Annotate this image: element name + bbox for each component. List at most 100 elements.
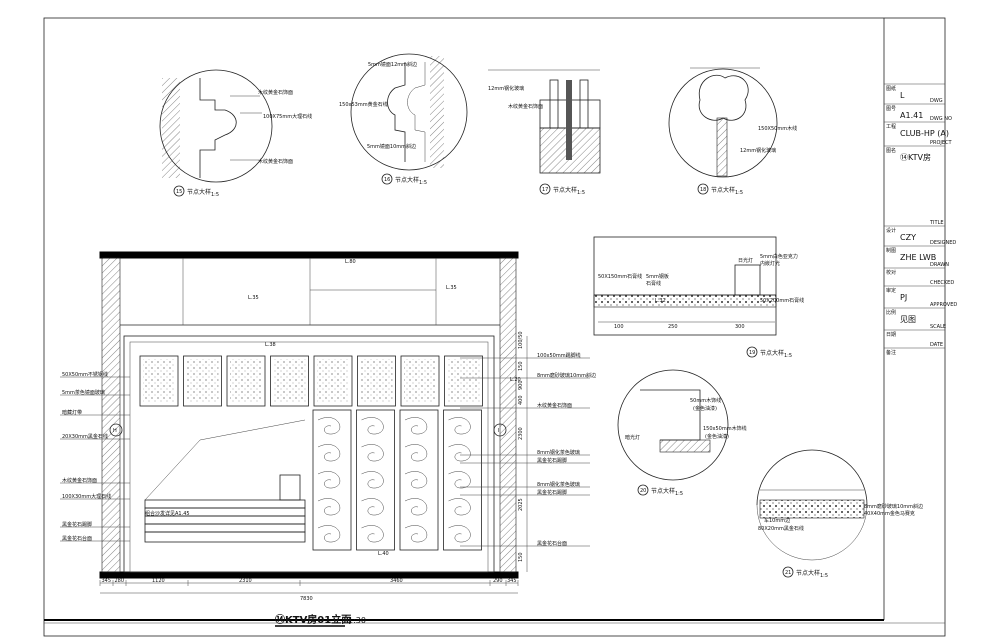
detail-note: 木纹黄金石饰面 <box>258 158 293 165</box>
glass-panel <box>313 355 353 407</box>
detail-note: 150x53mm黄金石线 <box>339 101 388 108</box>
dimension-label: 345 <box>507 578 517 584</box>
glass-panel <box>357 355 396 407</box>
detail-note: 12mm钢化玻璃 <box>740 147 776 154</box>
title-block-value: L <box>900 91 905 100</box>
detail-number: 17 <box>542 187 548 193</box>
detail-note: 5mm镜面10mm斜边 <box>367 143 416 150</box>
detail-note: 5mm镜面12mm斜边 <box>368 61 417 68</box>
dimension-label: 2310 <box>239 578 252 584</box>
dimension-label: 3460 <box>390 578 403 584</box>
detail-note: 车10mm边 <box>764 517 790 524</box>
title-block-code: DATE <box>930 342 943 348</box>
level-mark: L.80 <box>345 259 356 265</box>
detail-note: 5mm白色亚克力 <box>760 253 798 260</box>
dimension-label: 100 <box>614 324 624 330</box>
title-block-code: DWG <box>930 98 943 104</box>
detail-note: 80X20mm黑金石线 <box>758 525 804 532</box>
detail-number: 18 <box>700 187 706 193</box>
detail-scale: 1:5 <box>784 353 792 359</box>
dimension-label: 250 <box>668 324 678 330</box>
title-block-code: APPROVED <box>930 302 957 308</box>
detail-note: 50mm木饰线 <box>690 397 721 404</box>
title-block-label: 图纸 <box>886 85 896 92</box>
detail-note: 暗光灯 <box>625 434 640 441</box>
level-mark: L.40 <box>378 551 389 557</box>
section-mark: I <box>498 428 499 434</box>
title-block-label: 图名 <box>886 147 896 154</box>
title-block-code: CHECKED <box>930 280 954 286</box>
detail-title: 节点大样 <box>711 186 735 194</box>
material-label: 黑金花石踢脚 <box>537 457 567 464</box>
dimension-label: 100/50 <box>518 331 524 349</box>
detail-note: 50X150mm石膏线 <box>598 273 642 280</box>
title-block-label: 比例 <box>886 309 896 316</box>
title-block-label: 日期 <box>886 332 896 338</box>
detail-note: 日光灯 <box>738 257 753 264</box>
material-label: 木纹黄金石饰面 <box>537 402 572 409</box>
detail-number: 16 <box>384 177 390 183</box>
title-block-value: 见图 <box>900 315 916 324</box>
detail-title: 节点大样 <box>395 176 419 184</box>
detail-scale: 1:5 <box>675 491 683 497</box>
level-mark: L.32 <box>655 298 666 304</box>
dimension-label: 150 <box>518 361 524 371</box>
title-block-value: ⑭KTV房 <box>900 152 931 162</box>
detail-note: 40X40mm金色马赛克 <box>864 510 915 517</box>
title-block-code: PROJECT <box>930 140 953 146</box>
detail-title: 节点大样 <box>760 349 784 357</box>
detail-16: 5mm镜面12mm斜边 150x53mm黄金石线 5mm镜面10mm斜边 16 … <box>339 53 468 186</box>
detail-title: 节点大样 <box>651 487 675 495</box>
level-mark: L.20 <box>510 377 521 383</box>
material-label: 暗藏灯带 <box>62 409 82 416</box>
detail-number: 20 <box>640 488 646 494</box>
sheet-border <box>43 17 946 637</box>
detail-title: 节点大样 <box>796 569 820 577</box>
detail-note: 150x50mm木饰线 <box>703 425 747 432</box>
title-block-value: CZY <box>900 233 916 242</box>
detail-note: 50X200mm石膏线 <box>760 297 804 304</box>
drawing-scale: 1:30 <box>348 616 366 625</box>
glass-panel <box>400 355 440 407</box>
dimension-label: 280 <box>115 578 125 584</box>
material-label: 100x50mm踢脚线 <box>537 352 581 359</box>
detail-note: 石膏线 <box>646 280 661 287</box>
detail-title: 节点大样 <box>187 188 211 196</box>
detail-note: 12mm钢化玻璃 <box>488 85 524 92</box>
title-block-code: TITLE <box>929 220 944 226</box>
material-label: 8mm磨砂玻璃10mm斜边 <box>537 372 596 379</box>
level-mark: L.35 <box>446 285 457 291</box>
detail-title: 节点大样 <box>553 186 577 194</box>
title-block-code: SCALE <box>930 324 946 330</box>
detail-number: 15 <box>176 189 182 195</box>
swirl-screen-panel <box>399 409 439 551</box>
title-block-label: 备注 <box>886 349 896 356</box>
material-label: 20X30mm黑金石线 <box>62 433 108 440</box>
total-dimension: 7830 <box>300 596 313 602</box>
level-mark: L.35 <box>248 295 259 301</box>
material-label: 5mm茶色镜面玻璃 <box>62 389 105 396</box>
detail-number: 19 <box>749 350 755 356</box>
swirl-screen-panel <box>356 409 395 551</box>
sofa-label: 组合沙发详见A1.45 <box>145 510 190 517</box>
level-mark: L.38 <box>265 342 276 348</box>
detail-scale: 1:5 <box>577 190 585 196</box>
glass-panel <box>183 355 222 407</box>
title-block-code: DESIGNED <box>930 240 956 246</box>
material-label: 黑金花石台面 <box>537 540 567 547</box>
material-label: 8mm钢化茶色玻璃 <box>537 481 580 488</box>
dimension-label: 2025 <box>518 498 524 511</box>
title-block-code: DWG NO <box>930 116 952 122</box>
material-label: 黑金花石踢脚 <box>537 489 567 496</box>
detail-note: 100X75mm大理石线 <box>263 113 312 120</box>
glass-panel <box>270 355 309 407</box>
detail-note: (金色油漆) <box>705 433 729 440</box>
detail-note: 木纹黄金石饰面 <box>508 103 543 110</box>
detail-20: 50mm木饰线 (金色油漆) 暗光灯 150x50mm木饰线 (金色油漆) 20… <box>617 369 747 497</box>
detail-note: 8mm磨砂玻璃10mm斜边 <box>864 503 923 510</box>
elevation-01: 组合沙发详见A1.45 H I L.80 L.35 L.35 L.38 L.20… <box>60 251 596 602</box>
glass-panel <box>226 355 266 407</box>
detail-scale: 1:5 <box>820 573 828 579</box>
